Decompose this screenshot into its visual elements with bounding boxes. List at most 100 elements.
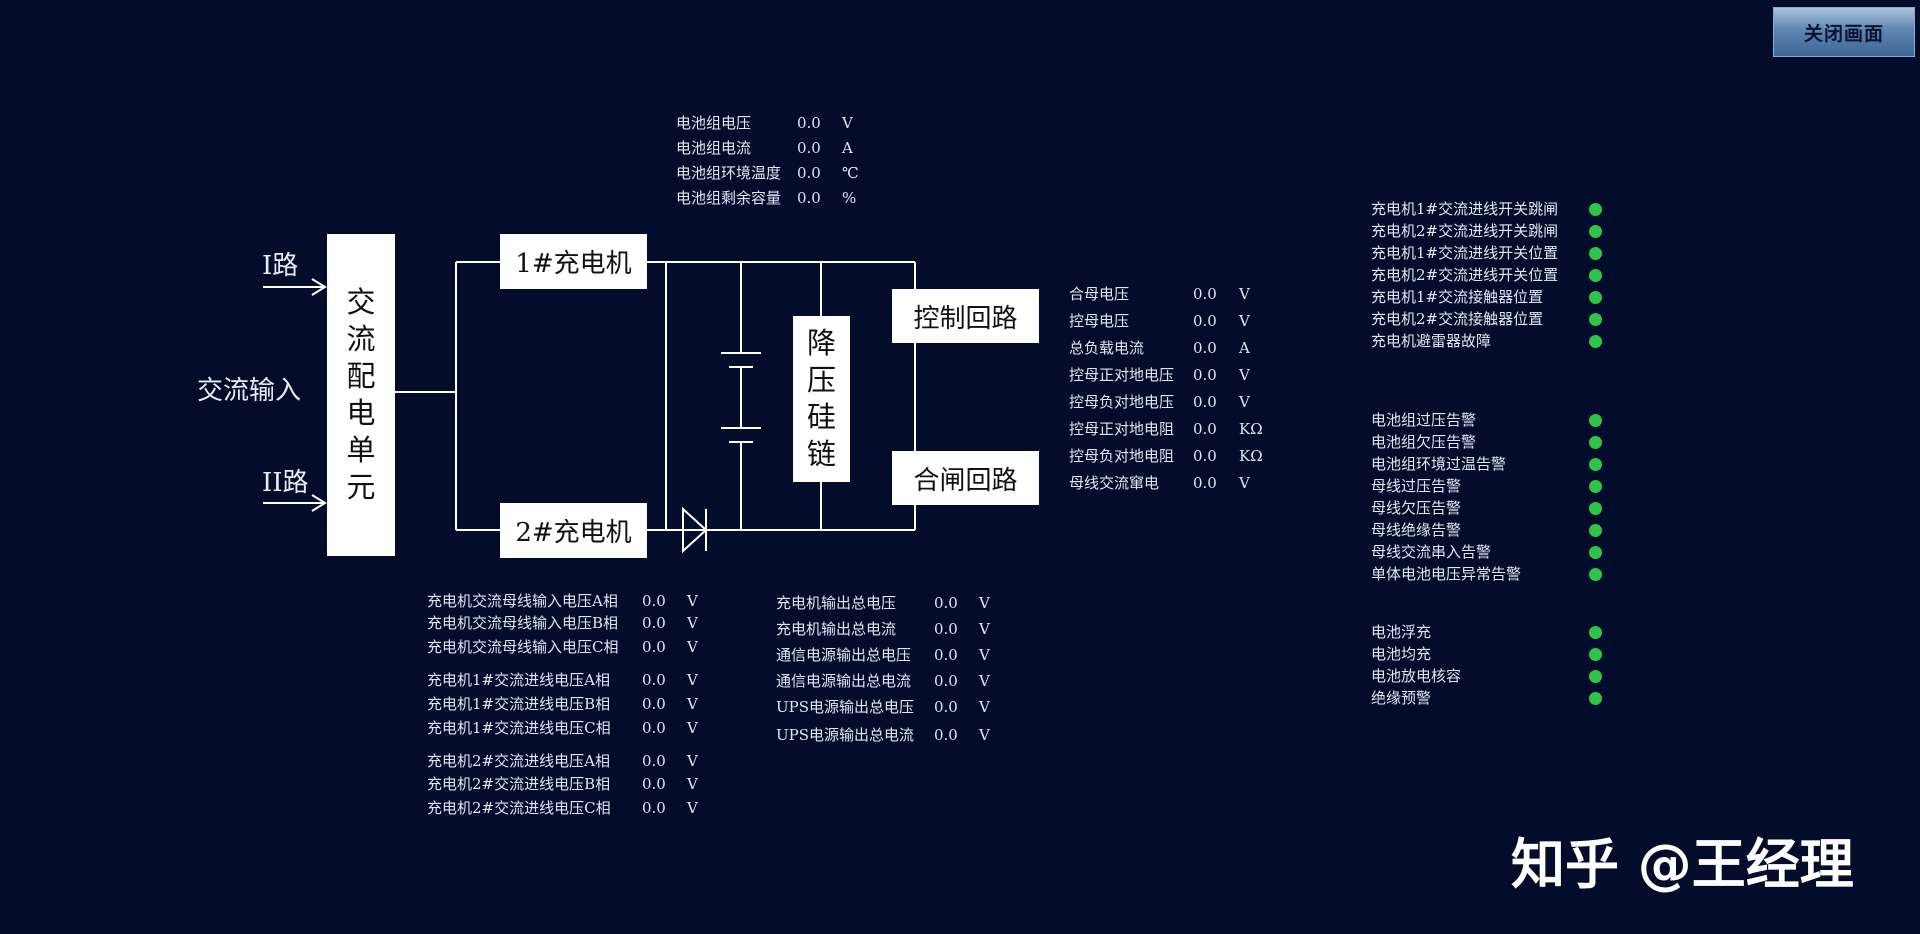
indicator-label: 充电机1#交流进线开关跳闸 xyxy=(1371,200,1559,218)
indicator-label: 充电机2#交流进线开关跳闸 xyxy=(1371,222,1559,240)
param-unit: KΩ xyxy=(1239,447,1263,465)
charger-2-label: 2#充电机 xyxy=(515,518,632,548)
param-label: 充电机2#交流进线电压A相 xyxy=(427,752,610,770)
status-indicator-dot xyxy=(1589,626,1602,639)
param-unit: V xyxy=(979,594,990,612)
ac-unit-char: 电 xyxy=(346,396,376,430)
indicator-label: 绝缘预警 xyxy=(1371,689,1432,707)
param-label: 总负载电流 xyxy=(1069,339,1145,357)
param-label: 充电机输出总电流 xyxy=(776,620,897,638)
indicator-label: 充电机避雷器故障 xyxy=(1371,332,1492,350)
indicator-label: 电池放电核容 xyxy=(1371,667,1462,685)
close-screen-button[interactable]: 关闭画面 xyxy=(1773,7,1915,57)
param-label: UPS电源输出总电流 xyxy=(776,726,915,744)
indicator-label: 母线绝缘告警 xyxy=(1371,521,1462,539)
param-unit: V xyxy=(979,698,990,716)
indicator-label: 电池组欠压告警 xyxy=(1371,433,1477,451)
param-value: 0.0 xyxy=(1193,339,1217,357)
param-label: 充电机2#交流进线电压C相 xyxy=(427,799,611,817)
param-unit: V xyxy=(979,620,990,638)
charger-1-label: 1#充电机 xyxy=(515,249,632,279)
param-label: 通信电源输出总电流 xyxy=(776,672,912,690)
param-value: 0.0 xyxy=(642,719,666,737)
param-value: 0.0 xyxy=(1193,312,1217,330)
ac-unit-char: 配 xyxy=(346,359,376,393)
param-value: 0.0 xyxy=(797,114,821,132)
param-value: 0.0 xyxy=(642,671,666,689)
param-unit: A xyxy=(1239,339,1250,357)
param-label: 控母电压 xyxy=(1069,312,1130,330)
param-label: 通信电源输出总电压 xyxy=(776,646,912,664)
param-unit: V xyxy=(1239,474,1250,492)
indicator-label: 母线欠压告警 xyxy=(1371,499,1462,517)
step-down-char: 压 xyxy=(806,363,836,397)
param-label: 控母负对地电压 xyxy=(1069,393,1175,411)
step-down-char: 降 xyxy=(806,326,836,360)
param-unit: V xyxy=(1239,366,1250,384)
param-unit: V xyxy=(687,799,698,817)
param-value: 0.0 xyxy=(1193,447,1217,465)
ac-unit-char: 单 xyxy=(346,433,376,467)
param-label: 电池组电压 xyxy=(676,114,752,132)
param-unit: A xyxy=(842,139,853,157)
indicator-label: 充电机2#交流进线开关位置 xyxy=(1371,266,1559,284)
indicator-label: 单体电池电压异常告警 xyxy=(1371,565,1522,583)
status-indicator-dot xyxy=(1589,225,1602,238)
param-label: 充电机交流母线输入电压B相 xyxy=(427,614,619,632)
param-unit: V xyxy=(687,719,698,737)
param-unit: V xyxy=(687,695,698,713)
param-label: 充电机1#交流进线电压B相 xyxy=(427,695,611,713)
param-label: 充电机1#交流进线电压C相 xyxy=(427,719,611,737)
param-value: 0.0 xyxy=(934,672,958,690)
status-indicator-dot xyxy=(1589,568,1602,581)
status-indicator-dot xyxy=(1589,458,1602,471)
param-unit: V xyxy=(687,671,698,689)
param-value: 0.0 xyxy=(642,592,666,610)
charger-2-box: 2#充电机 xyxy=(500,503,647,558)
param-value: 0.0 xyxy=(1193,393,1217,411)
param-label: 电池组剩余容量 xyxy=(676,189,782,207)
param-unit: V xyxy=(687,614,698,632)
indicator-label: 母线过压告警 xyxy=(1371,477,1462,495)
status-indicator-dot xyxy=(1589,648,1602,661)
indicator-label: 充电机1#交流接触器位置 xyxy=(1371,288,1544,306)
param-unit: V xyxy=(979,672,990,690)
param-unit: V xyxy=(842,114,853,132)
status-indicator-dot xyxy=(1589,670,1602,683)
status-indicator-dot xyxy=(1589,313,1602,326)
indicator-label: 充电机1#交流进线开关位置 xyxy=(1371,244,1559,262)
param-value: 0.0 xyxy=(797,139,821,157)
param-unit: V xyxy=(1239,393,1250,411)
param-unit: % xyxy=(842,189,857,207)
status-indicator-dot xyxy=(1589,335,1602,348)
control-loop-label: 控制回路 xyxy=(913,303,1018,334)
param-value: 0.0 xyxy=(642,752,666,770)
param-label: 控母负对地电阻 xyxy=(1069,447,1175,465)
param-label: 充电机2#交流进线电压B相 xyxy=(427,775,611,793)
param-unit: ℃ xyxy=(842,164,859,182)
status-indicator-dot xyxy=(1589,291,1602,304)
param-unit: V xyxy=(687,592,698,610)
param-unit: V xyxy=(979,726,990,744)
param-value: 0.0 xyxy=(642,799,666,817)
status-indicator-dot xyxy=(1589,480,1602,493)
ac-unit-char: 元 xyxy=(346,470,376,504)
step-down-silicon-chain: 降 压 硅 链 xyxy=(793,316,850,482)
param-label: 充电机交流母线输入电压C相 xyxy=(427,638,619,656)
param-unit: V xyxy=(979,646,990,664)
param-label: 合母电压 xyxy=(1069,285,1130,303)
param-label: 电池组电流 xyxy=(676,139,752,157)
route-2-label: II路 xyxy=(262,468,309,498)
indicator-label: 电池组环境过温告警 xyxy=(1371,455,1507,473)
param-value: 0.0 xyxy=(797,189,821,207)
ac-input-label: 交流输入 xyxy=(197,376,302,406)
closing-loop-label: 合闸回路 xyxy=(913,465,1018,496)
param-value: 0.0 xyxy=(934,594,958,612)
param-unit: V xyxy=(687,775,698,793)
ac-unit-char: 流 xyxy=(346,322,376,356)
status-indicator-dot xyxy=(1589,524,1602,537)
ac-unit-char: 交 xyxy=(346,285,376,319)
indicator-label: 母线交流串入告警 xyxy=(1371,543,1492,561)
step-down-char: 链 xyxy=(806,437,836,471)
control-loop-box: 控制回路 xyxy=(892,289,1039,343)
